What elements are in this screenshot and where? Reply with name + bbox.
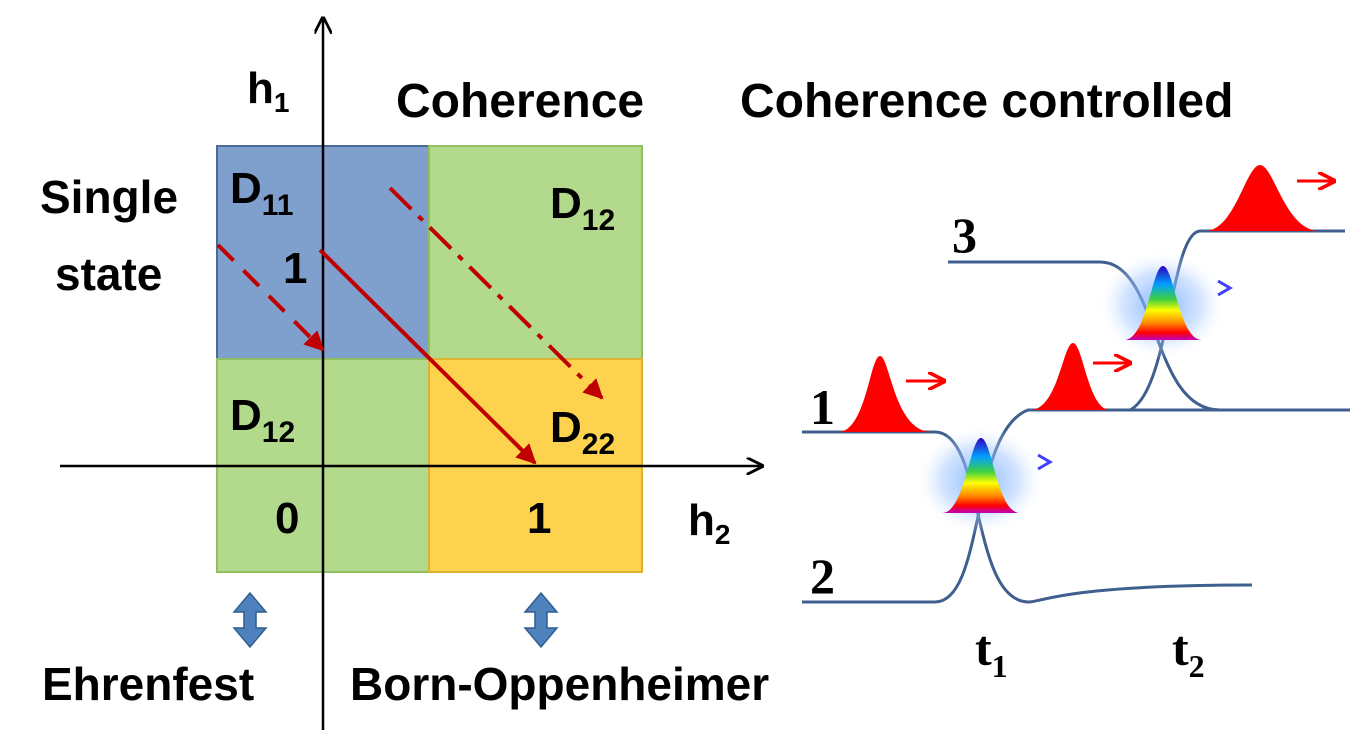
ehrenfest-double-arrow bbox=[232, 591, 268, 649]
state-1-label: 1 bbox=[810, 379, 835, 435]
born-oppenheimer-label: Born-Oppenheimer bbox=[350, 658, 769, 710]
h2-axis-label: h2 bbox=[688, 496, 730, 550]
h2-tick-one: 1 bbox=[527, 494, 551, 543]
rainbow-wavepacket-t1 bbox=[942, 438, 1020, 513]
rainbow-wavepacket-t2 bbox=[1124, 266, 1202, 340]
d12-left-label: D12 bbox=[230, 391, 295, 449]
d22-label: D22 bbox=[550, 403, 615, 461]
coherence-label: Coherence bbox=[396, 75, 644, 128]
rainbow-arrowhead-2 bbox=[1217, 279, 1233, 297]
h1-axis-label: h1 bbox=[247, 64, 289, 118]
t1-label: t1 bbox=[975, 620, 1008, 684]
ehrenfest-label: Ehrenfest bbox=[42, 658, 254, 710]
solid-arrow-bo bbox=[318, 248, 537, 465]
state-3-label: 3 bbox=[952, 207, 977, 263]
d12-top-label: D12 bbox=[550, 179, 615, 237]
single-state-label-line2: state bbox=[55, 248, 162, 300]
single-state-label-line1: Single bbox=[40, 171, 178, 223]
bo-double-arrow bbox=[523, 591, 559, 649]
red-wavepacket-mid bbox=[1030, 343, 1110, 410]
region-d12-top bbox=[428, 145, 643, 360]
t2-label: t2 bbox=[1172, 620, 1205, 684]
state-2-label: 2 bbox=[810, 548, 835, 604]
origin-tick: 0 bbox=[275, 494, 299, 543]
h1-tick-one: 1 bbox=[283, 244, 307, 293]
rainbow-arrowhead-1 bbox=[1037, 453, 1053, 471]
coherence-controlled-label: Coherence controlled bbox=[740, 75, 1233, 128]
dashed-arrow-single bbox=[216, 243, 325, 352]
red-wavepacket-state3 bbox=[1205, 165, 1320, 231]
red-wavepacket-state1 bbox=[838, 356, 932, 432]
d11-label: D11 bbox=[230, 164, 294, 222]
dashdot-arrow-coherence bbox=[388, 186, 604, 400]
